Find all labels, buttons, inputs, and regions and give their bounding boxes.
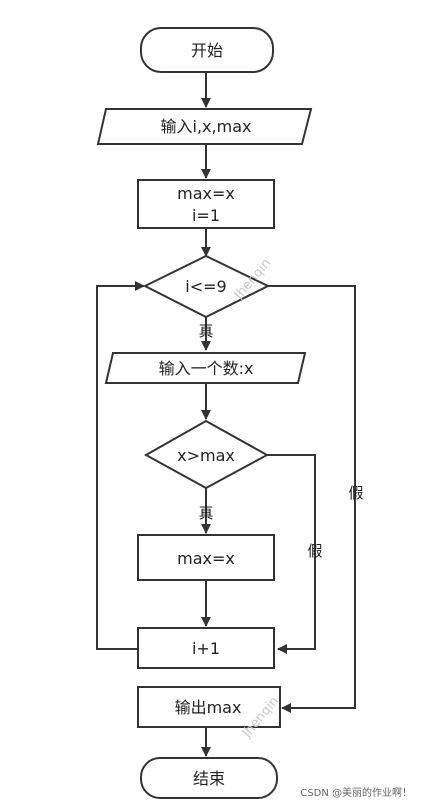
increment-label: i+1	[192, 639, 220, 658]
assign-label: max=x	[177, 549, 235, 568]
loop-false-label: 假	[348, 484, 363, 502]
loop-condition-diamond	[142, 254, 271, 319]
output-label: 输出max	[175, 698, 242, 717]
edge-cmp-false	[267, 454, 316, 654]
init-process	[137, 179, 275, 229]
assign-process	[137, 534, 275, 581]
output-process	[137, 686, 281, 728]
init-label-line2: i=1	[192, 206, 220, 225]
input-init-label: 输入i,x,max	[161, 117, 252, 136]
init-label-line1: max=x	[177, 184, 235, 203]
edge-loop-false	[268, 285, 356, 713]
compare-false-label: 假	[307, 542, 322, 560]
start-terminal	[140, 27, 274, 73]
csdn-credit: CSDN @美丽的作业啊！	[300, 786, 412, 799]
input-num-label: 输入一个数:x	[159, 359, 254, 378]
input-num-parallelogram	[104, 352, 307, 384]
input-init-parallelogram	[96, 108, 313, 145]
loop-condition-label: i<=9	[185, 277, 226, 296]
start-label: 开始	[191, 41, 223, 60]
increment-process	[137, 627, 275, 669]
edge-loop-back	[96, 281, 145, 650]
loop-true-label: 真	[198, 322, 213, 340]
end-label: 结束	[193, 769, 225, 788]
compare-condition-diamond	[143, 419, 270, 490]
compare-true-label: 真	[198, 504, 213, 522]
compare-condition-label: x>max	[177, 446, 235, 465]
end-terminal	[140, 757, 278, 799]
